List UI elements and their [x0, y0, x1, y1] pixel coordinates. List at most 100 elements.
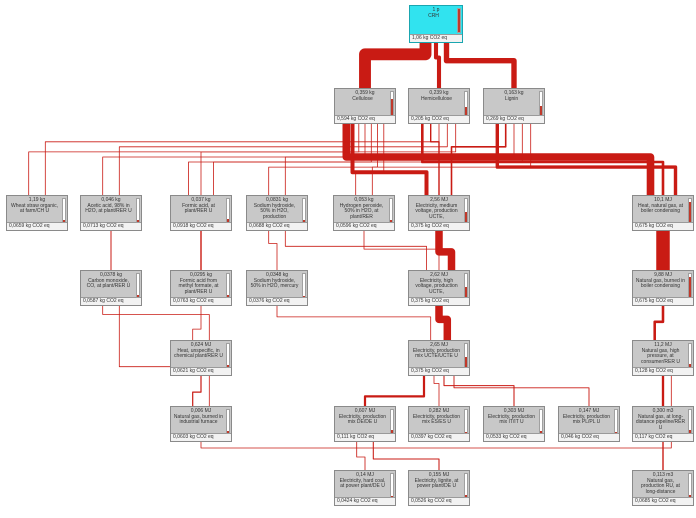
- impact-bar-fill: [137, 295, 139, 297]
- impact-bar: [464, 473, 468, 498]
- impact-bar-fill: [390, 220, 392, 222]
- node-impact: 0,111 kg CO2 eq: [335, 433, 395, 441]
- node-label: Heat, unspecific, in chemical plant/RER …: [174, 347, 223, 360]
- impact-bar-fill: [227, 219, 229, 222]
- node-label: Electricity, production mix UCTE/UCTE U: [412, 347, 461, 360]
- impact-bar-fill: [540, 431, 542, 433]
- impact-bar-fill: [227, 294, 229, 297]
- node-impact: 0,0587 kg CO2 eq: [81, 297, 141, 305]
- node-impact: 0,0397 kg CO2 eq: [409, 433, 469, 441]
- node-impact: 0,0596 kg CO2 eq: [334, 222, 394, 230]
- impact-bar-fill: [540, 105, 542, 115]
- flow-link-hemicellulose-to-heat-ng: [421, 124, 665, 195]
- node-impact: 0,205 kg CO2 eq: [409, 115, 469, 123]
- node-label: Natural gas, burned in industrial furnac…: [173, 413, 224, 426]
- impact-bar: [226, 198, 230, 223]
- impact-bar: [457, 8, 461, 33]
- node-impact: 0,0526 kg CO2 eq: [409, 497, 469, 505]
- node-amount: 0,006 MJ: [190, 408, 212, 414]
- node-label: Wheat straw organic, at farm/CH U: [11, 202, 58, 215]
- node-label: Electricity, production mix DE/DE U: [338, 413, 387, 426]
- node-label: Natural gas, at long-distance pipeline/R…: [635, 413, 686, 431]
- impact-bar-fill: [465, 356, 467, 367]
- node-impact: 0,0621 kg CO2 eq: [171, 367, 231, 375]
- flow-link-elec-mix-to-mix-it: [443, 376, 515, 406]
- node-label: Hemicellulose: [420, 95, 453, 102]
- impact-bar-fill: [303, 219, 305, 222]
- flow-link-cellulose-to-straw: [28, 124, 360, 195]
- node-amount: 0,300 m3: [652, 408, 674, 414]
- node-amount: 0,239 kg: [429, 90, 449, 96]
- node-impact: 0,0685 kg CO2 eq: [633, 497, 693, 505]
- node-impact: 0,675 kg CO2 eq: [633, 222, 693, 230]
- flow-link-lignin-to-heat-ng: [495, 124, 678, 195]
- impact-bar: [389, 198, 393, 223]
- node-amount: 0,163 kg: [504, 90, 524, 96]
- node-amount: 0,359 kg: [355, 90, 375, 96]
- node-label: Formic acid from methyl formate, at plan…: [178, 277, 219, 295]
- impact-bar: [688, 473, 692, 498]
- flow-link-cellulose-to-naoh: [268, 124, 378, 195]
- node-amount: 9,88 MJ: [654, 272, 672, 278]
- flow-link-root-to-hemicellulose: [433, 43, 442, 88]
- impact-bar: [539, 91, 543, 116]
- node-amount: 0,624 MJ: [190, 342, 212, 348]
- node-label: Electricity, hard coal, at power plant/D…: [339, 477, 386, 490]
- node-amount: 0,0378 kg: [100, 272, 122, 278]
- node-label: Heat, natural gas, at boiler condensing: [637, 202, 684, 215]
- impact-bar-fill: [227, 431, 229, 433]
- impact-bar: [614, 409, 618, 434]
- node-impact: 0,0659 kg CO2 eq: [7, 222, 67, 230]
- flow-link-root-to-cellulose: [359, 43, 432, 88]
- impact-bar: [464, 91, 468, 116]
- node-label: Electricity, production mix PL/PL U: [562, 413, 611, 426]
- impact-bar: [226, 273, 230, 298]
- impact-bar-fill: [465, 495, 467, 497]
- impact-bar-fill: [465, 211, 467, 222]
- node-impact: 0,375 kg CO2 eq: [409, 297, 469, 305]
- flow-link-ng-furnace-to-ng-hp: [200, 340, 672, 449]
- node-impact: 0,375 kg CO2 eq: [409, 367, 469, 375]
- node-amount: 11,2 MJ: [654, 342, 672, 348]
- impact-bar: [688, 198, 692, 223]
- impact-bar-fill: [458, 9, 460, 32]
- impact-bar-fill: [689, 202, 691, 222]
- node-amount: 0,607 MJ: [354, 408, 376, 414]
- impact-bar-fill: [689, 495, 691, 497]
- flow-link-naoh2-to-elec-mix: [276, 306, 432, 340]
- flow-link-lignin-to-formic: [213, 124, 523, 195]
- flow-link-lignin-to-elec-mv: [450, 124, 507, 195]
- impact-bar-fill: [63, 219, 65, 222]
- impact-bar-fill: [391, 495, 393, 497]
- impact-bar: [226, 409, 230, 434]
